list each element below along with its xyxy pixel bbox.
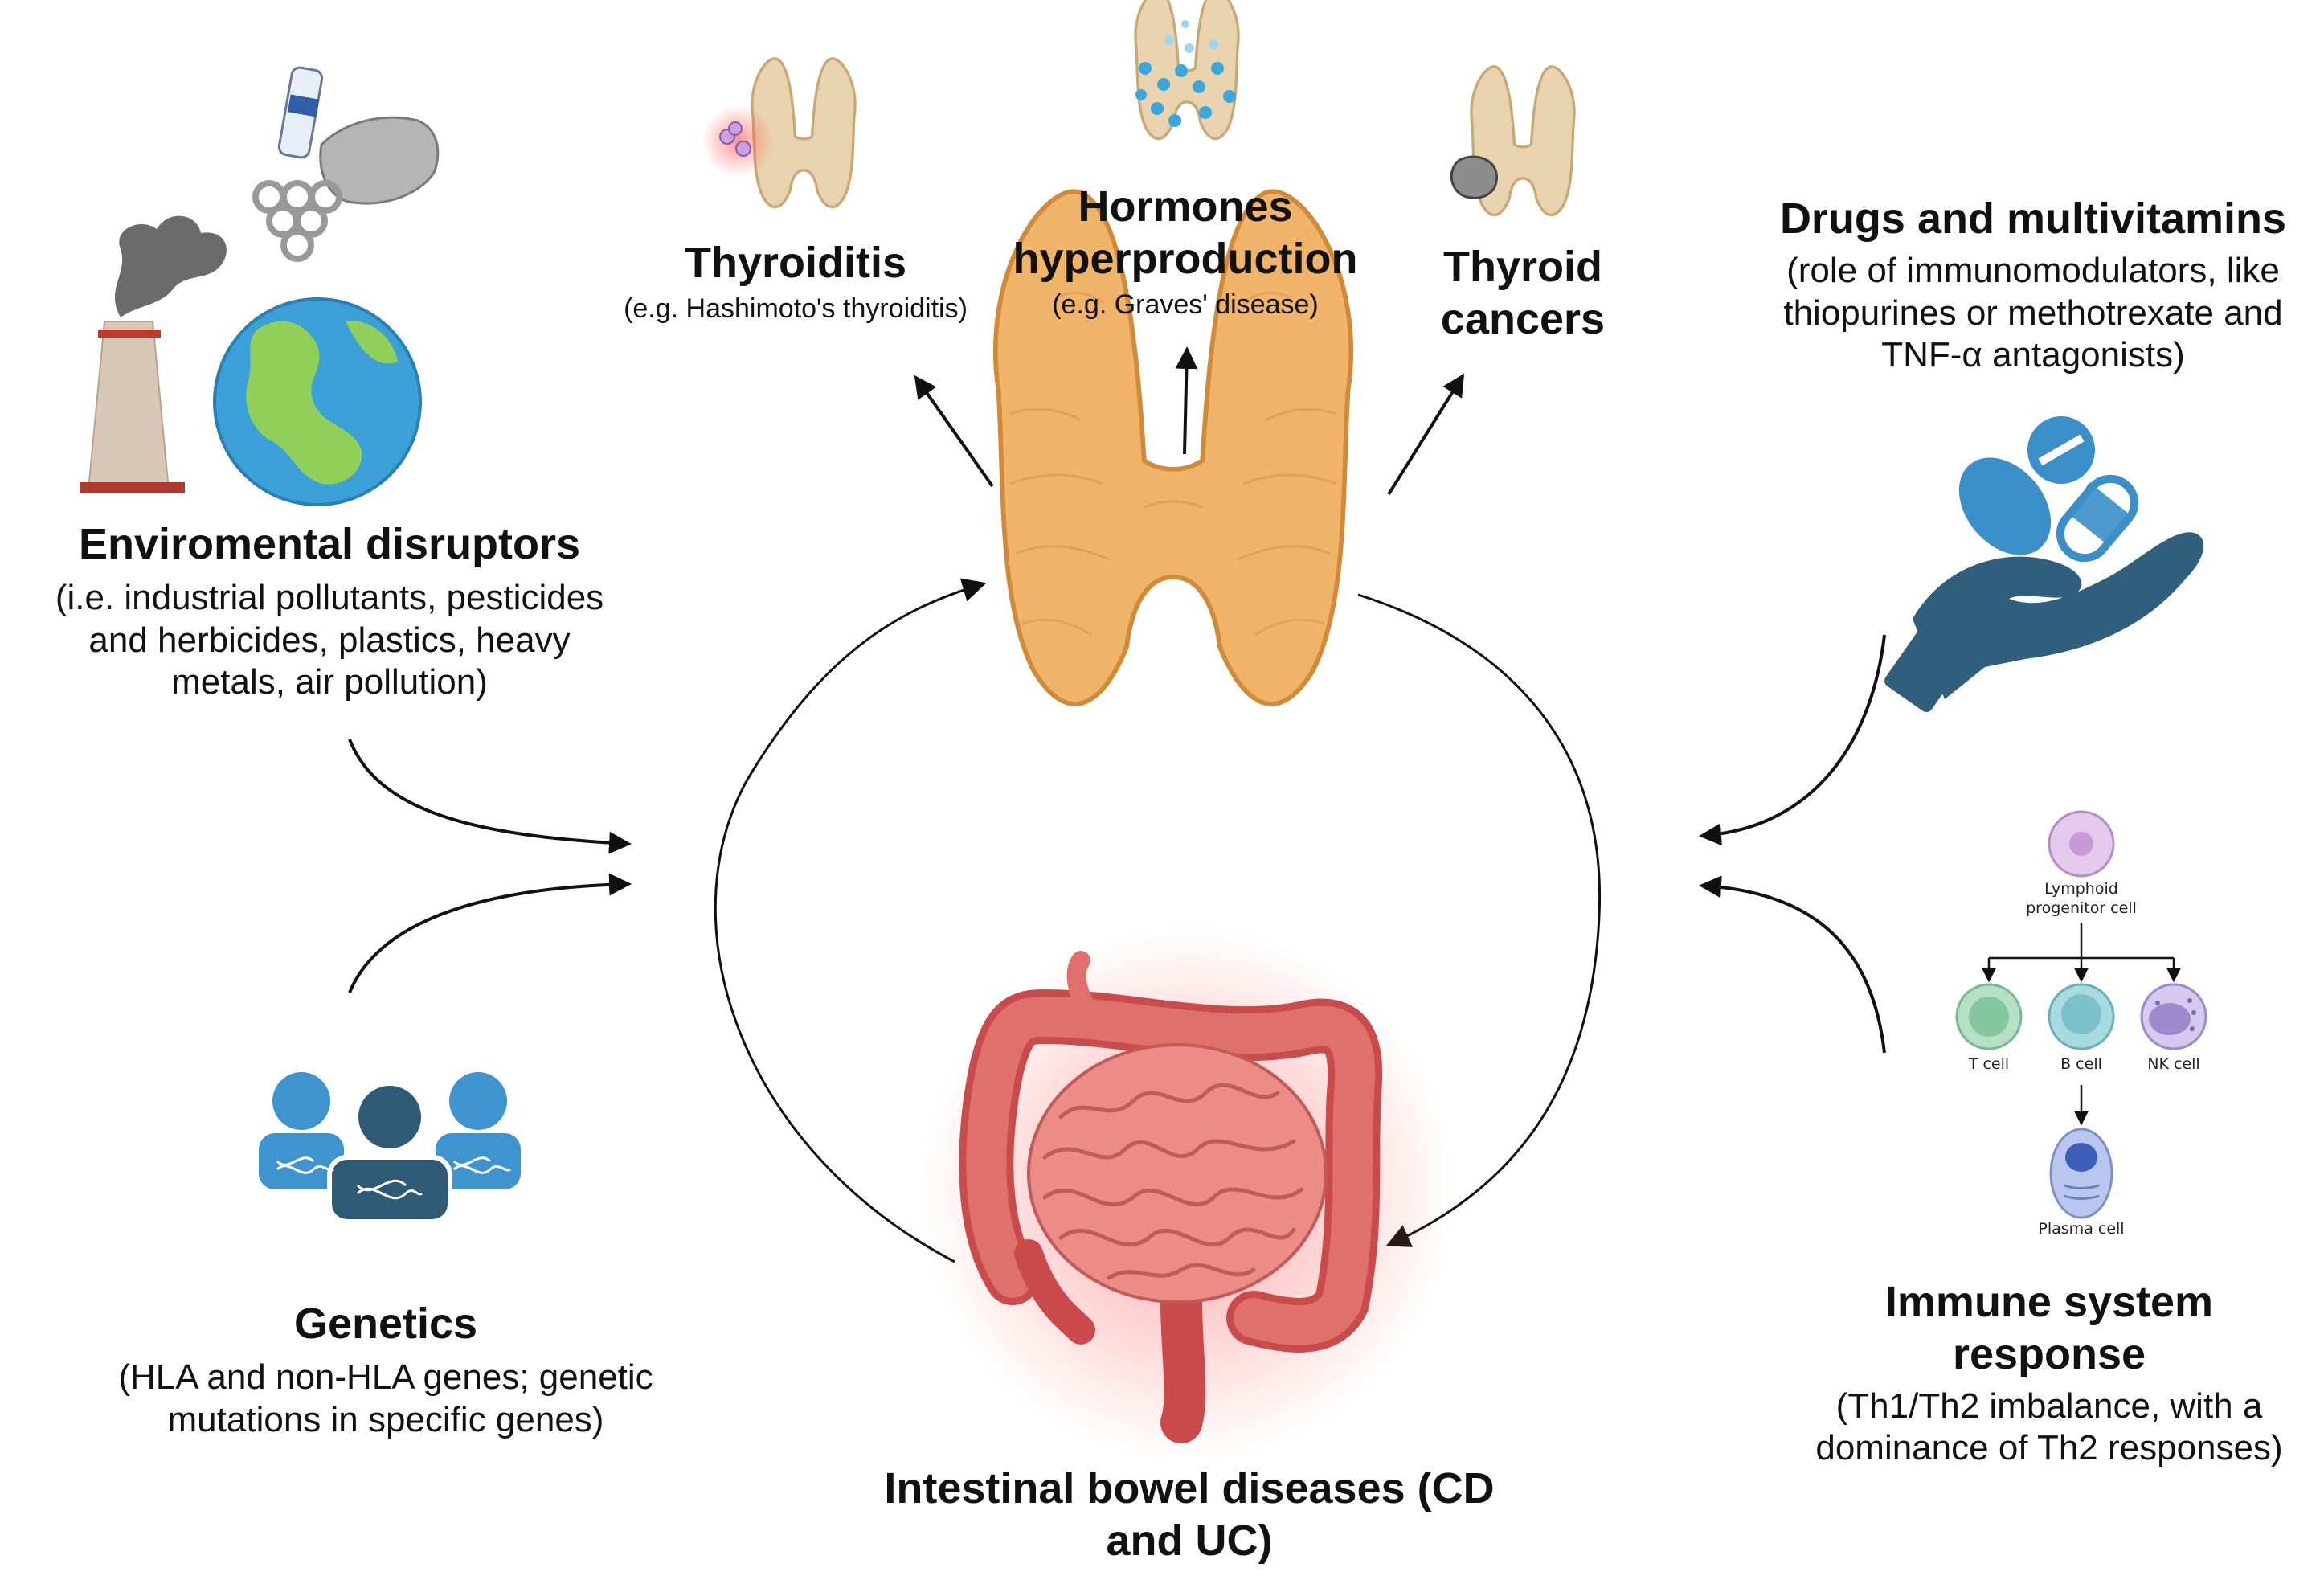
- hyperproduction-subtitle: (e.g. Graves' disease): [1052, 289, 1319, 320]
- genetics-title: Genetics: [293, 1300, 478, 1348]
- genetics-block: Genetics (HLA and non-HLA genes; genetic…: [104, 1298, 667, 1441]
- plastics-icon: [252, 66, 440, 262]
- nk-cell-label: NK cell: [2147, 1055, 2199, 1073]
- plasma-cell-label: Plasma cell: [2038, 1220, 2124, 1238]
- environment-subtitle: (i.e. industrial pollutants, pesticides …: [55, 577, 604, 702]
- drugs-block: Drugs and multivitamins (role of immunom…: [1752, 193, 2314, 377]
- genetics-people-icon: [259, 1072, 521, 1224]
- arrow-genetics: [348, 873, 632, 993]
- drugs-title: Drugs and multivitamins: [1779, 194, 2287, 243]
- hormone-dots-icon: [1135, 20, 1236, 127]
- b-cell-label: B cell: [2060, 1055, 2102, 1073]
- hyperproduction-title: Hormones hyperproduction: [1013, 182, 1358, 283]
- arrow-immune: [1699, 875, 1886, 1054]
- immune-title: Immune system response: [1884, 1278, 2214, 1378]
- hyperproduction-block: Hormones hyperproduction (e.g. Graves' d…: [1000, 181, 1370, 321]
- ibd-title: Intestinal bowel diseases (CD and UC): [884, 1464, 1495, 1565]
- immune-block: Immune system response (Th1/Th2 imbalanc…: [1784, 1276, 2314, 1470]
- intestine-icon: [923, 928, 1453, 1459]
- cancers-title: Thyroid cancers: [1440, 243, 1606, 343]
- drugs-subtitle: (role of immunomodulators, like thiopuri…: [1783, 250, 2283, 375]
- drugs-hand-pills-icon: [1884, 416, 2204, 713]
- arrow-environment: [348, 739, 632, 854]
- inflammation-glow-icon: [702, 104, 774, 177]
- earth-icon: [213, 297, 422, 506]
- environment-title: Enviromental disruptors: [78, 520, 581, 568]
- thyroiditis-title: Thyroiditis: [684, 239, 906, 287]
- arrow-to-cancers: [1387, 373, 1465, 496]
- immune-subtitle: (Th1/Th2 imbalance, with a dominance of …: [1815, 1386, 2283, 1468]
- plasma-cell-icon: [2049, 1128, 2113, 1219]
- environment-block: Enviromental disruptors (i.e. industrial…: [24, 518, 635, 704]
- factory-icon: [80, 215, 227, 493]
- cancers-block: Thyroid cancers: [1410, 241, 1635, 346]
- arrow-drugs: [1699, 634, 1886, 846]
- thyroiditis-block: Thyroiditis (e.g. Hashimoto's thyroiditi…: [587, 237, 1004, 325]
- cycle-arrow-left: [714, 578, 987, 1263]
- arrow-to-hyperproduction: [1175, 346, 1198, 455]
- immune-cell-tree: Lymphoid progenitor cell T cell B cell N…: [1955, 810, 2207, 1238]
- cycle-arrow-right: [1357, 593, 1602, 1247]
- progenitor-label-line1: Lymphoid: [2044, 880, 2118, 898]
- genetics-subtitle: (HLA and non-HLA genes; genetic mutation…: [118, 1357, 653, 1439]
- progenitor-label-line2: progenitor cell: [2026, 899, 2137, 917]
- t-cell-label: T cell: [1968, 1055, 2009, 1073]
- ibd-block: Intestinal bowel diseases (CD and UC): [868, 1463, 1511, 1567]
- arrow-to-thyroiditis: [914, 375, 994, 488]
- central-thyroid-icon: [996, 191, 1351, 704]
- thyroiditis-subtitle: (e.g. Hashimoto's thyroiditis): [624, 293, 968, 324]
- tumor-icon: [1450, 155, 1498, 199]
